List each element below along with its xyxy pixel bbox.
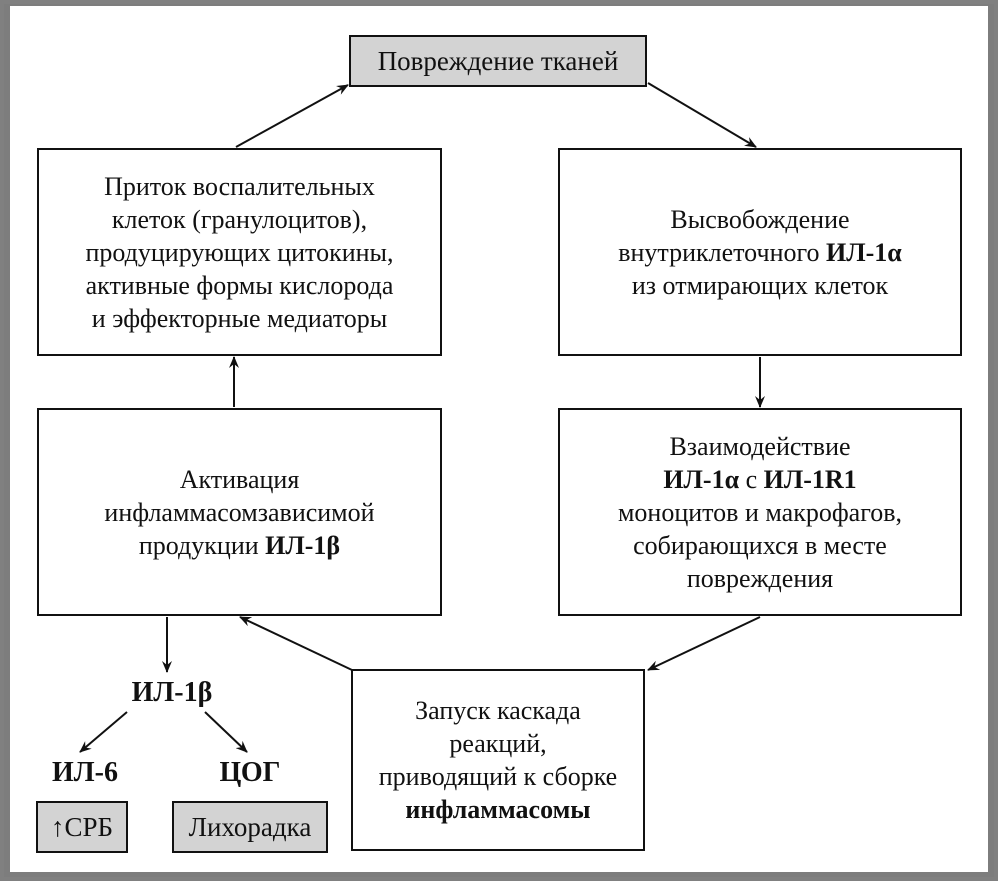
node-text-line: собирающихся в месте bbox=[633, 530, 887, 560]
bold-term: ИЛ-1R1 bbox=[763, 464, 857, 494]
bold-term: ИЛ-1α bbox=[663, 464, 740, 494]
node-fever: Лихорадка bbox=[172, 801, 328, 853]
node-text-line: Повреждение тканей bbox=[377, 45, 619, 76]
node-text-line: ИЛ-1α с ИЛ-1R1 bbox=[663, 464, 857, 494]
label-il1b: ИЛ-1β bbox=[131, 677, 213, 708]
label-il6: ИЛ-6 bbox=[52, 757, 118, 788]
node-text-line: клеток (гранулоцитов), bbox=[111, 204, 368, 234]
node-text-line: приводящий к сборке bbox=[378, 762, 618, 791]
bold-term: ИЛ-1α bbox=[826, 237, 902, 267]
node-text-line: повреждения bbox=[686, 563, 834, 593]
bold-term: ИЛ-1β bbox=[265, 530, 341, 560]
node-text-line: Лихорадка bbox=[188, 811, 312, 842]
node-text-line: продуцирующих цитокины, bbox=[85, 237, 394, 267]
node-text-line: реакций, bbox=[449, 729, 547, 758]
node-text-line: и эффекторные медиаторы bbox=[91, 303, 388, 333]
node-text-line: Взаимодействие bbox=[669, 431, 851, 461]
node-text-line: инфламмасомзависимой bbox=[104, 497, 375, 527]
node-text-line: Высвобождение bbox=[670, 204, 850, 234]
node-text-line: моноцитов и макрофагов, bbox=[617, 497, 903, 527]
node-text-line: Запуск каскада bbox=[415, 696, 581, 725]
node-text-line: Активация bbox=[179, 464, 300, 494]
node-text-line: продукции ИЛ-1β bbox=[138, 530, 341, 560]
label-cox: ЦОГ bbox=[219, 757, 281, 788]
node-tissue-damage: Повреждение тканей bbox=[349, 35, 647, 87]
bold-term: инфламмасомы bbox=[405, 795, 591, 824]
node-text-line: внутриклеточного ИЛ-1α bbox=[618, 237, 902, 267]
node-text-line: инфламмасомы bbox=[379, 793, 617, 826]
node-text-line: из отмирающих клеток bbox=[631, 270, 889, 300]
node-text-line: активные формы кислорода bbox=[85, 270, 394, 300]
node-cascade-launch: Запуск каскада реакций, приводящий к сборк… bbox=[351, 669, 645, 851]
node-text-line: Приток воспалительных bbox=[104, 171, 375, 201]
node-crp: ↑СРБ bbox=[36, 801, 128, 853]
node-text-line: ↑СРБ bbox=[50, 811, 114, 842]
